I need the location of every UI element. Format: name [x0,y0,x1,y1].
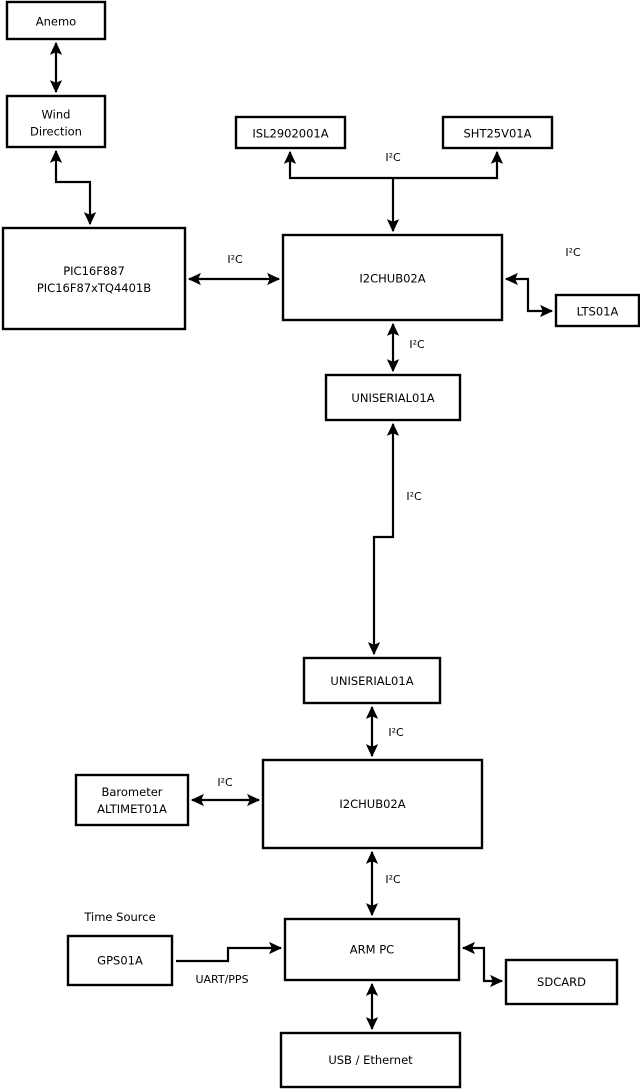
connector-gps-armpc [176,941,283,963]
node-sht25v01a-label: SHT25V01A [464,126,532,140]
node-arm-pc[interactable]: ARM PC [283,917,461,982]
node-sdcard-rect[interactable] [504,958,619,1006]
node-i2chub02a-bottom[interactable]: I2CHUB02A [261,758,484,850]
node-uniserial01a-lower-rect[interactable] [302,656,442,705]
node-anemo[interactable]: Anemo [5,0,107,41]
connector-bus-sht [393,150,504,180]
node-arm-pc-label: ARM PC [350,942,394,956]
node-anemo-rect[interactable] [5,0,107,41]
node-i2chub02a-bottom-rect[interactable] [261,758,484,850]
node-i2chub02a-bottom-label: I2CHUB02A [339,797,405,811]
label-time-source: Time Source [83,910,155,924]
node-gps01a[interactable]: GPS01A [66,934,174,987]
edge-label-gps-armpc: UART/PPS [195,973,248,986]
node-uniserial01a-lower[interactable]: UNISERIAL01A [302,656,442,705]
node-isl2902001a-rect[interactable] [234,115,347,150]
node-sdcard-label: SDCARD [537,975,586,989]
edge-label-uniserial-uniserial: I²C [406,490,422,503]
node-isl2902001a[interactable]: ISL2902001A [234,115,347,150]
node-sht25v01a[interactable]: SHT25V01A [441,115,554,150]
edge-label-barometer-hub: I²C [217,776,233,789]
node-lts01a[interactable]: LTS01A [554,293,640,328]
connector-layer [49,41,554,1031]
node-anemo-label: Anemo [36,14,76,28]
node-uniserial01a-upper[interactable]: UNISERIAL01A [324,373,462,422]
connector-bus-isl [283,150,393,180]
edge-label-uniserial-hub: I²C [388,726,404,739]
node-gps01a-label: GPS01A [97,953,143,967]
node-lts01a-rect[interactable] [554,293,640,328]
node-pic-rect[interactable] [1,226,187,331]
connector-hubtop-lts [504,272,554,318]
connector-armpc-sdcard [461,941,504,988]
edge-label-hub-armpc: I²C [385,873,401,886]
node-i2chub02a-top-rect[interactable] [281,233,504,322]
connector-uniserial1-uniserial2 [367,422,400,656]
node-wind-direction-rect[interactable] [5,94,107,149]
node-uniserial01a-upper-rect[interactable] [324,373,462,422]
node-i2chub02a-top-label: I2CHUB02A [359,271,425,285]
edge-label-hub-uniserial: I²C [409,338,425,351]
node-arm-pc-rect[interactable] [283,917,461,982]
edge-label-hub-lts: I²C [565,246,581,259]
node-isl2902001a-label: ISL2902001A [252,126,328,140]
node-sht25v01a-rect[interactable] [441,115,554,150]
node-gps01a-rect[interactable] [66,934,174,987]
edge-label-pic-hub: I²C [227,253,243,266]
node-barometer-rect[interactable] [74,773,190,827]
node-usb-ethernet-rect[interactable] [279,1031,462,1089]
node-usb-ethernet-label: USB / Ethernet [328,1053,413,1067]
node-uniserial01a-upper-label: UNISERIAL01A [351,391,434,405]
node-lts01a-label: LTS01A [577,304,619,318]
node-sdcard[interactable]: SDCARD [504,958,619,1006]
connector-wind-pic [49,149,97,226]
node-i2chub02a-top[interactable]: I2CHUB02A [281,233,504,322]
label-layer: I²C I²C I²C I²C I²C I²C I²C I²C UART/PPS… [83,151,581,986]
node-uniserial01a-lower-label: UNISERIAL01A [330,674,413,688]
node-usb-ethernet[interactable]: USB / Ethernet [279,1031,462,1089]
edge-label-bus-sensors: I²C [385,151,401,164]
